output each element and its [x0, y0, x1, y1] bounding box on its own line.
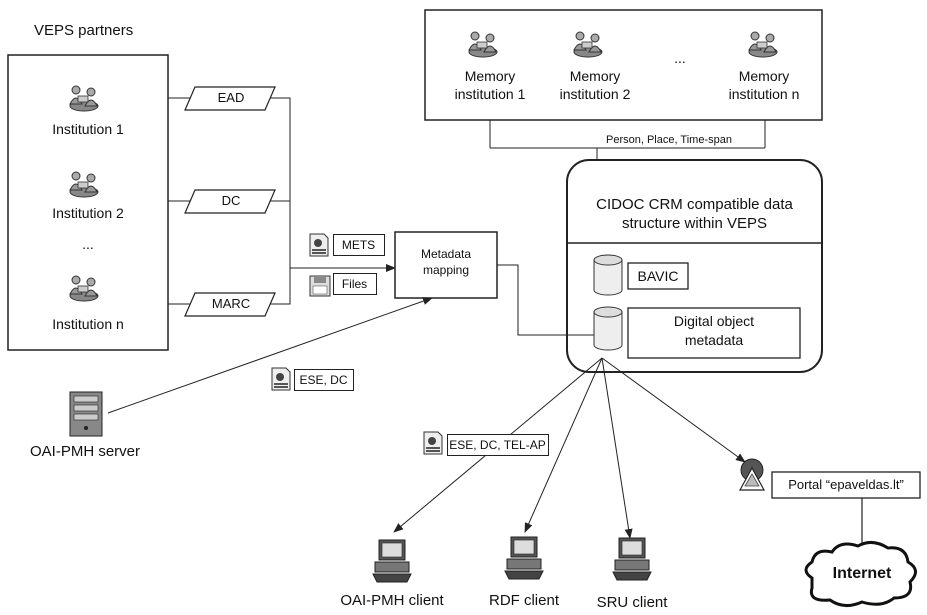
- memory-institution-1-line2: institution 1: [454, 86, 526, 102]
- bavic-database-icon: [593, 254, 623, 296]
- marc-format-shape: [184, 292, 276, 317]
- ese-dc-telap-doc-icon: [423, 431, 443, 455]
- files-disk-icon: [309, 275, 331, 297]
- ese-dc-doc-icon: [271, 367, 291, 391]
- ese-dc-label-box: ESE, DC: [294, 369, 354, 391]
- portal-label: Portal “epaveldas.lt”: [788, 477, 904, 492]
- digital-object-database-icon: [593, 306, 623, 351]
- veps-partners-title: VEPS partners: [34, 22, 134, 39]
- ese-dc-telap-label: ESE, DC, TEL-AP: [449, 438, 546, 452]
- ese-dc-label: ESE, DC: [299, 373, 348, 387]
- bavic-label: BAVIC: [637, 268, 679, 284]
- internet-label: Internet: [832, 565, 892, 582]
- memory-institutions-ellipsis: ...: [674, 50, 686, 66]
- dc-label: DC: [221, 193, 241, 208]
- digital-object-line1: Digital object: [673, 313, 755, 329]
- rdf-client-label: RDF client: [488, 592, 559, 609]
- oai-pmh-client-label: OAI-PMH client: [340, 592, 444, 609]
- oai-pmh-server-label: OAI-PMH server: [30, 443, 141, 460]
- institutions-ellipsis: ...: [82, 236, 94, 252]
- memory-institution-2-line2: institution 2: [559, 86, 631, 102]
- digital-object-line2: metadata: [684, 332, 744, 348]
- mets-label-box: METS: [333, 234, 385, 256]
- ead-label: EAD: [217, 90, 245, 105]
- sru-client-label: SRU client: [596, 594, 668, 611]
- metadata-mapping-line2: mapping: [422, 263, 470, 277]
- mets-doc-icon: [309, 233, 329, 257]
- institution-2-label: Institution 2: [52, 205, 124, 221]
- sru-client-icon: [612, 537, 652, 581]
- digital-object-box: [627, 307, 801, 359]
- oai-pmh-client-icon: [372, 539, 412, 583]
- memory-institutions-box: [424, 9, 823, 121]
- marc-label: MARC: [211, 296, 251, 311]
- memory-institution-2-line1: Memory: [569, 68, 621, 84]
- ead-format-shape: [184, 86, 276, 111]
- memory-institution-n-line1: Memory: [738, 68, 790, 84]
- internet-cloud-shape: [804, 541, 917, 607]
- memory-institution-n-line2: institution n: [728, 86, 800, 102]
- cidoc-title-line2: structure within VEPS: [621, 215, 768, 232]
- person-place-time-label: Person, Place, Time-span: [606, 134, 732, 146]
- cidoc-title-line1: CIDOC CRM compatible data: [596, 196, 793, 213]
- rdf-client-icon: [504, 536, 544, 580]
- bavic-box: [627, 262, 689, 290]
- memory-institution-1-line1: Memory: [464, 68, 516, 84]
- portal-globe-icon: [738, 458, 766, 491]
- mets-label: METS: [341, 238, 376, 252]
- portal-box: [771, 471, 921, 499]
- dc-format-shape: [184, 189, 276, 214]
- metadata-mapping-line1: Metadata: [420, 247, 472, 261]
- oai-server-icon: [69, 391, 103, 437]
- institution-n-label: Institution n: [52, 316, 124, 332]
- files-label: Files: [341, 277, 368, 291]
- files-label-box: Files: [333, 273, 377, 295]
- ese-dc-telap-label-box: ESE, DC, TEL-AP: [447, 434, 549, 456]
- institution-1-label: Institution 1: [52, 121, 124, 137]
